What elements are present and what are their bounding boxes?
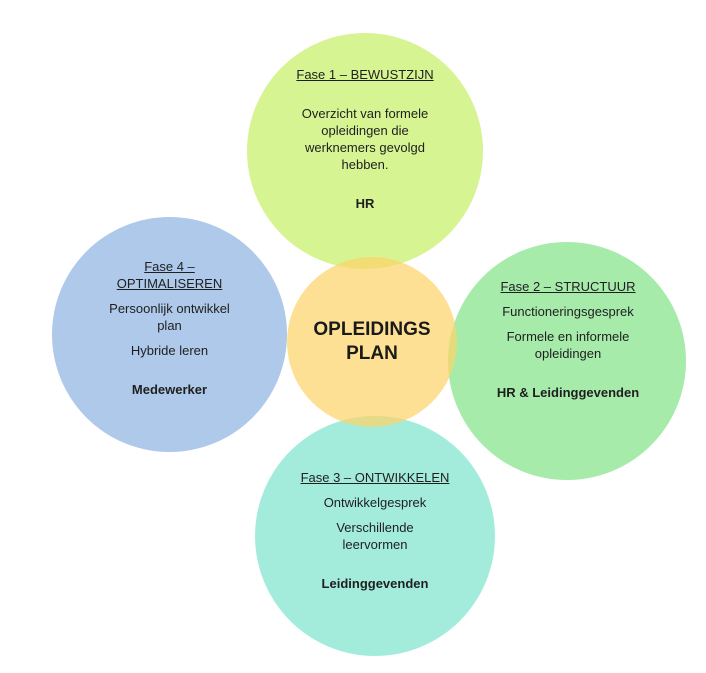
phase3-label: Fase 3 – ONTWIKKELEN Ontwikkelgesprek Ve… xyxy=(275,469,475,592)
phase4-item2: Hybride leren xyxy=(130,343,209,358)
phase1-text-line3: werknemers gevolgd xyxy=(305,140,425,155)
phase4-title-line2: OPTIMALISEREN xyxy=(116,276,223,291)
phase1-text-line2: opleidingen die xyxy=(321,123,409,138)
phase3-item2-line1: Verschillende xyxy=(336,520,414,535)
center-circle xyxy=(287,257,457,427)
phase1-label: Fase 1 – BEWUSTZIJN Overzicht van formel… xyxy=(265,66,465,212)
phase4-label: Fase 4 – OPTIMALISEREN Persoonlijk ontwi… xyxy=(72,258,267,398)
phase1-circle xyxy=(247,33,483,269)
phase2-circle xyxy=(448,242,686,480)
phase4-circle xyxy=(52,217,287,452)
phase2-item2-line1: Formele en informele xyxy=(506,329,630,344)
phase3-item2-line2: leervormen xyxy=(342,537,408,552)
phase1-text-line4: hebben. xyxy=(341,157,389,172)
center-title: OPLEIDINGS PLAN xyxy=(292,318,452,366)
phase2-role: HR & Leidinggevenden xyxy=(496,385,640,400)
phase1-role: HR xyxy=(355,196,375,211)
phase4-role: Medewerker xyxy=(131,382,208,397)
phase4-item1-line1: Persoonlijk ontwikkel xyxy=(109,301,230,316)
phase2-title: Fase 2 – STRUCTUUR xyxy=(500,279,636,294)
center-title-line1: OPLEIDINGS xyxy=(313,319,431,340)
center-title-line2: PLAN xyxy=(346,343,398,364)
phase4-title-line1: Fase 4 – xyxy=(144,259,195,274)
phase2-item1: Functioneringsgesprek xyxy=(502,304,634,319)
phase2-item2-line2: opleidingen xyxy=(534,346,602,361)
phase1-text-line1: Overzicht van formele xyxy=(301,106,429,121)
phase4-item1-line2: plan xyxy=(157,318,182,333)
phase3-role: Leidinggevenden xyxy=(321,576,429,591)
phase1-title: Fase 1 – BEWUSTZIJN xyxy=(296,67,434,82)
phase2-label: Fase 2 – STRUCTUUR Functioneringsgesprek… xyxy=(468,278,668,401)
phase3-title: Fase 3 – ONTWIKKELEN xyxy=(300,470,450,485)
phase3-circle xyxy=(255,416,495,656)
phase3-item1: Ontwikkelgesprek xyxy=(323,495,427,510)
